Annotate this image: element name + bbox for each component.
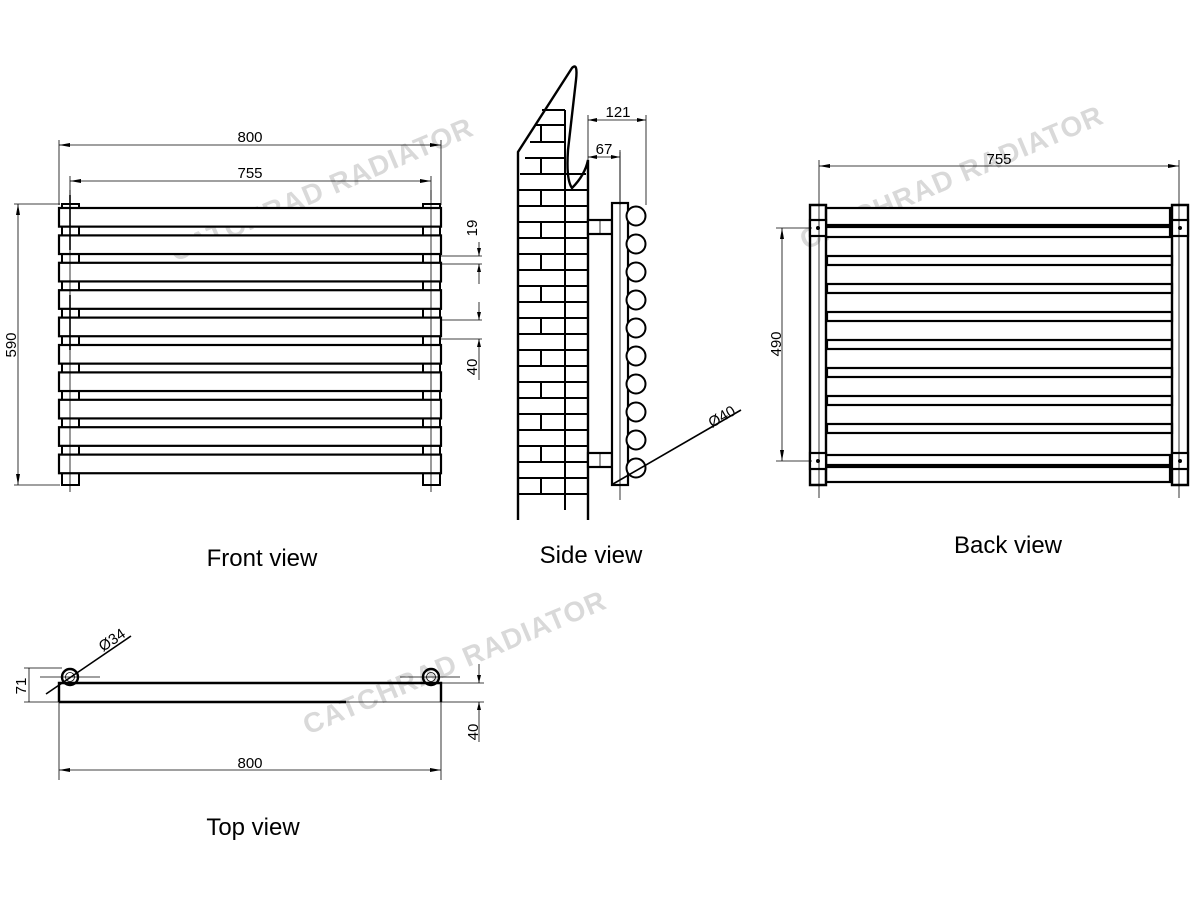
dim-pipe-centers: 755 bbox=[237, 165, 262, 182]
dim-gap: 19 bbox=[464, 220, 481, 237]
back-bar bbox=[825, 394, 1174, 407]
front-bar bbox=[57, 234, 443, 256]
dim-tube-diameter: Ø40 bbox=[706, 403, 739, 432]
dim-back-pipe-centers: 755 bbox=[986, 151, 1011, 168]
front-bar bbox=[57, 371, 443, 393]
watermark: CATCHRAD RADIATOR bbox=[298, 584, 611, 740]
dim-bar-depth: 40 bbox=[465, 724, 482, 741]
dim-bar-height: 40 bbox=[464, 359, 481, 376]
dim-depth: 71 bbox=[13, 678, 30, 695]
side-tube bbox=[625, 317, 647, 339]
dim-top-overall-width: 800 bbox=[237, 755, 262, 772]
brick-wall bbox=[518, 109, 588, 510]
front-view-title: Front view bbox=[207, 545, 318, 572]
side-tube bbox=[625, 205, 647, 227]
dim-depth-total: 121 bbox=[605, 104, 630, 121]
back-view: 755 490 bbox=[768, 151, 1190, 498]
side-tube bbox=[625, 373, 647, 395]
front-bar bbox=[57, 453, 443, 475]
back-bar bbox=[825, 338, 1174, 351]
front-bar bbox=[57, 261, 443, 283]
back-view-title: Back view bbox=[954, 532, 1063, 559]
top-view: Ø34 71 40 800 bbox=[13, 625, 484, 780]
side-tube bbox=[625, 429, 647, 451]
top-view-title: Top view bbox=[206, 814, 300, 841]
side-tube bbox=[625, 261, 647, 283]
front-bar bbox=[57, 343, 443, 365]
back-bar bbox=[825, 366, 1174, 379]
side-view-title: Side view bbox=[540, 542, 643, 569]
front-view: 800 755 590 19 40 bbox=[3, 129, 482, 492]
front-bar bbox=[57, 289, 443, 310]
back-bar bbox=[825, 254, 1174, 267]
back-bar bbox=[825, 282, 1174, 295]
front-bar bbox=[57, 206, 443, 228]
dim-bracket-centers: 490 bbox=[768, 331, 785, 356]
back-bars bbox=[825, 254, 1174, 435]
dim-pipe-diameter: Ø34 bbox=[96, 625, 129, 655]
side-tubes bbox=[625, 205, 647, 479]
front-bar bbox=[57, 426, 443, 447]
dim-wall-to-header: 67 bbox=[596, 141, 613, 158]
side-view: 121 67 Ø40 bbox=[516, 65, 742, 520]
side-tube bbox=[625, 233, 647, 255]
side-tube bbox=[625, 401, 647, 423]
side-tube bbox=[625, 345, 647, 367]
front-bar bbox=[57, 316, 443, 338]
dim-overall-width: 800 bbox=[237, 129, 262, 146]
front-bar bbox=[57, 398, 443, 420]
front-bars bbox=[57, 203, 443, 486]
back-bar bbox=[825, 310, 1174, 323]
dim-height: 590 bbox=[3, 332, 20, 357]
back-bar bbox=[825, 422, 1174, 435]
side-tube bbox=[625, 289, 647, 311]
